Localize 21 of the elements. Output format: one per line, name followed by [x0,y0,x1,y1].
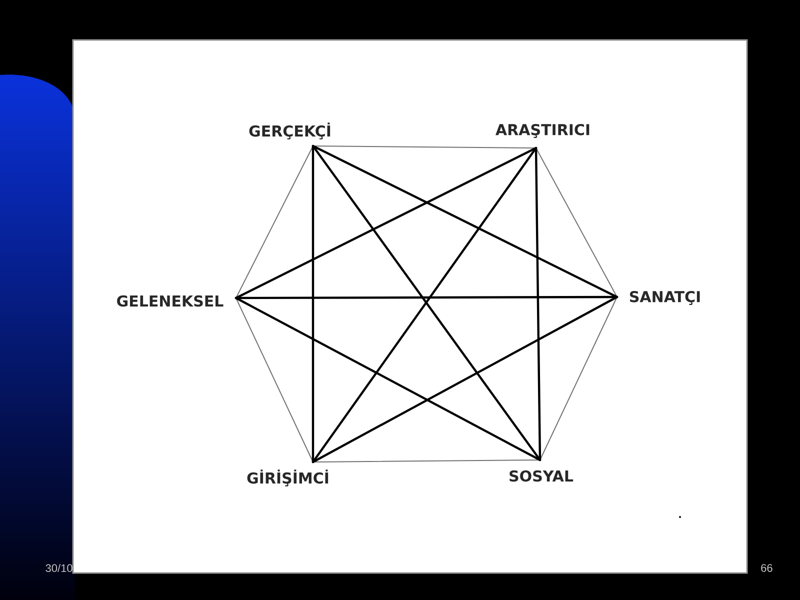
connecting-line [540,296,618,460]
connecting-line [312,144,618,298]
vertex-label: SANATÇI [630,290,700,306]
vertex-label: SOSYAL [510,470,574,482]
connecting-line [234,296,542,462]
connecting-line [312,144,314,464]
connecting-line [234,146,538,300]
vertex-label: GİRİŞİMCİ [247,470,328,486]
vertex-label: GERÇEKÇİ [249,122,330,140]
connecting-line [312,296,618,464]
connecting-line [236,146,314,298]
vertex-label: GELENEKSEL [117,295,224,307]
date-text: 30/10 [46,564,72,572]
connecting-line [234,296,618,300]
connecting-line [534,146,542,462]
connecting-line [236,298,314,462]
vertex-label: ARAŞTIRICI [496,124,590,138]
connecting-line [536,148,618,298]
connecting-line [312,146,536,148]
page-number: 66 [761,564,772,572]
connecting-line [312,460,540,462]
